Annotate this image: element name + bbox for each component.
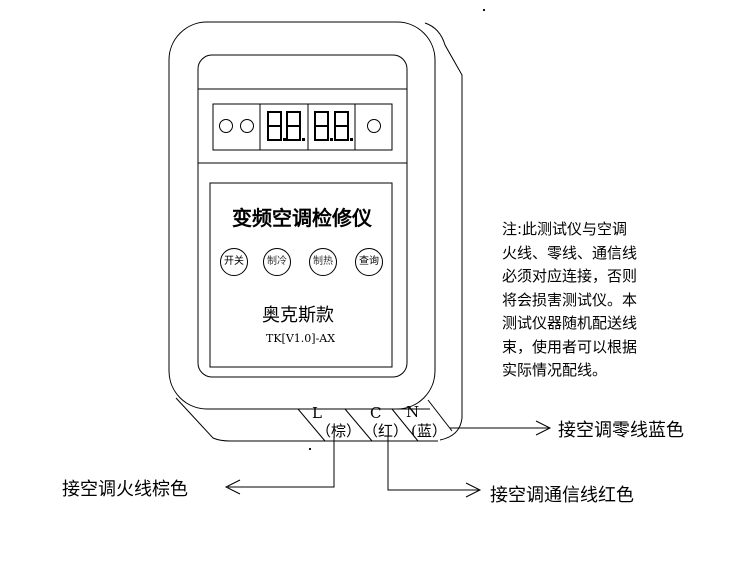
indicator-led-icon <box>219 119 233 133</box>
terminal-C: C <box>370 404 382 422</box>
terminal-L: L <box>312 404 322 422</box>
arrow-icon <box>224 479 241 495</box>
neutral-label: 接空调零线蓝色 <box>558 420 684 441</box>
warning-note: 注:此测试仪与空调 火线、零线、通信线 必须对应连接，否则 将会损害测试仪。本 … <box>502 218 677 383</box>
note-line: 注:此测试仪与空调 <box>502 220 628 238</box>
terminal-divider <box>391 408 419 442</box>
model-label: TK[V1.0]-AX <box>266 332 336 345</box>
terminal-divider <box>344 408 373 442</box>
power-button[interactable]: 开关 <box>220 248 248 276</box>
note-line: 束，使用者可以根据 <box>502 337 638 356</box>
seven-segment-digits <box>267 111 349 141</box>
indicator-led-icon <box>240 119 254 133</box>
query-button[interactable]: 查询 <box>355 248 383 276</box>
terminal-divider <box>427 399 453 432</box>
arrow-icon <box>465 482 482 498</box>
terminal-N-color: (蓝） <box>411 422 447 440</box>
indicator-led-icon <box>367 119 381 133</box>
terminal-N: N <box>406 403 420 421</box>
note-line: 实际情况配线。 <box>502 361 608 379</box>
note-line: 将会损害测试仪。本 <box>502 290 638 309</box>
terminal-L-color: （棕） <box>316 422 362 440</box>
arrow-icon <box>535 420 552 436</box>
case-bottom <box>175 397 438 442</box>
brand-label: 奥克斯款 <box>262 305 334 326</box>
inner-panel <box>197 54 408 378</box>
heat-button[interactable]: 制热 <box>309 248 337 276</box>
comm-wire <box>387 436 480 491</box>
note-line: 必须对应连接，否则 <box>502 267 638 285</box>
terminal-divider <box>297 408 326 442</box>
control-panel <box>209 182 393 368</box>
display-box <box>212 103 393 151</box>
live-label: 接空调火线棕色 <box>62 479 188 500</box>
terminal-C-color: （红） <box>363 422 409 440</box>
note-line: 测试仪器随机配送线 <box>502 314 638 332</box>
cool-button[interactable]: 制冷 <box>263 248 291 276</box>
case-side <box>424 22 463 441</box>
comm-label: 接空调通信线红色 <box>490 485 634 506</box>
case-front <box>168 21 436 410</box>
device-title: 变频空调检修仪 <box>232 206 372 230</box>
live-wire <box>228 436 335 488</box>
note-line: 火线、零线、通信线 <box>502 243 638 262</box>
